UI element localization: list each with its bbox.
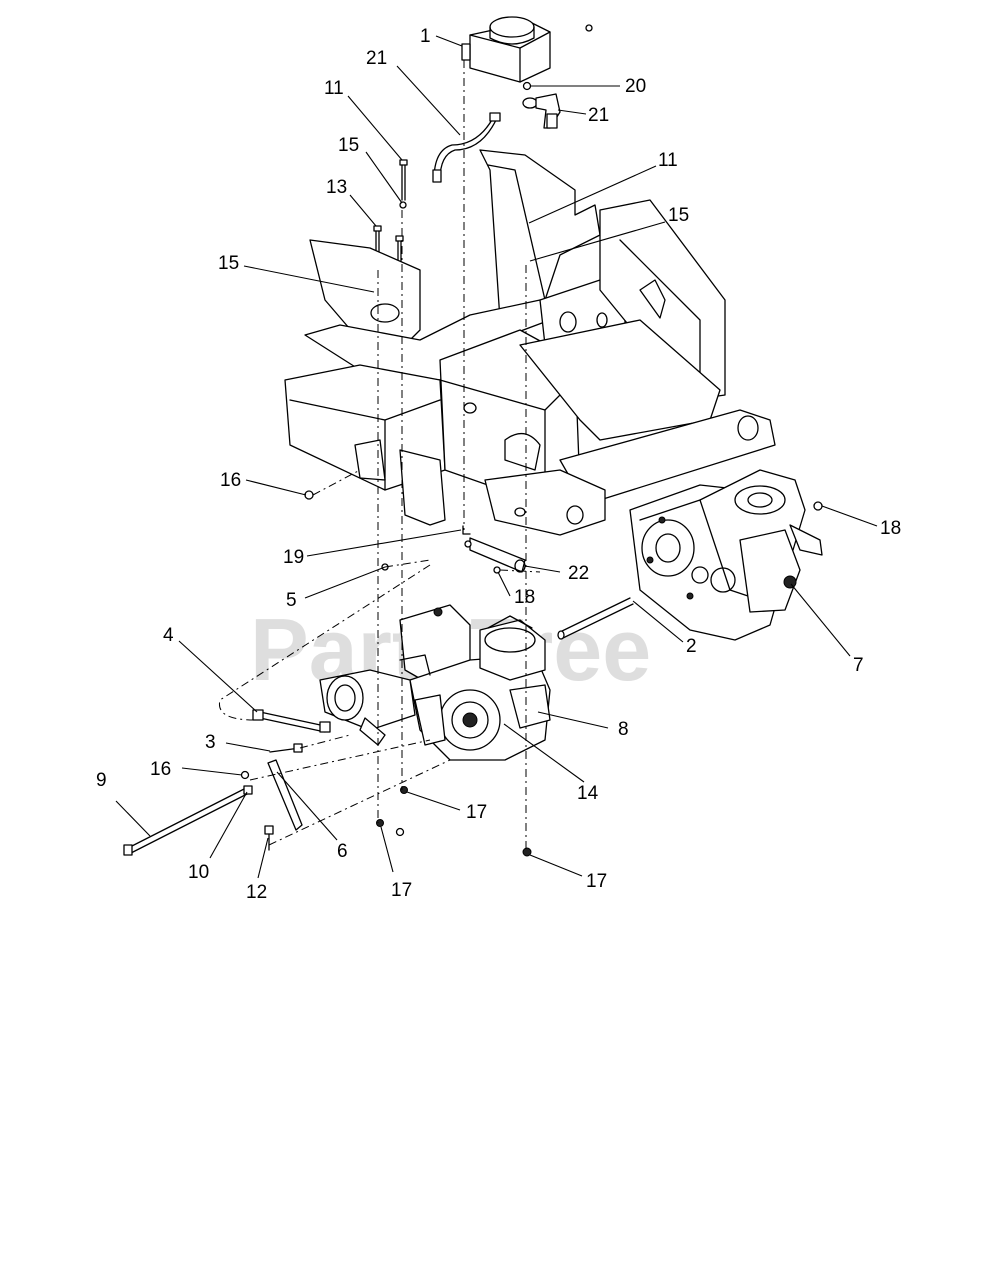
hose-fitting [522, 93, 561, 129]
callout-labels: 1 21 20 21 11 15 13 11 15 15 16 18 19 22… [96, 26, 901, 903]
arm [267, 759, 303, 831]
callout-8: 8 [618, 719, 629, 740]
callout-3: 3 [205, 732, 216, 753]
callout-17: 17 [466, 802, 487, 823]
clip [462, 525, 471, 535]
long-bolt [123, 786, 252, 856]
washer [399, 201, 407, 209]
callout-16: 16 [220, 470, 241, 491]
shaft [557, 597, 634, 640]
callout-18: 18 [880, 518, 901, 539]
callout-22: 22 [568, 563, 589, 584]
callout-5: 5 [286, 590, 297, 611]
bolt [269, 743, 303, 753]
mower-frame [284, 149, 776, 536]
callout-11: 11 [324, 78, 344, 99]
callout-17: 17 [391, 880, 412, 901]
reservoir-tank [461, 16, 551, 83]
callout-15: 15 [338, 135, 359, 156]
right-transaxle [629, 469, 823, 641]
control-rod [252, 709, 331, 733]
callout-15: 15 [218, 253, 239, 274]
nut [240, 770, 250, 780]
callout-14: 14 [577, 783, 599, 804]
callout-16: 16 [150, 759, 171, 780]
nut [304, 490, 314, 500]
nut [522, 81, 532, 91]
bolt [264, 825, 274, 851]
callout-11: 11 [658, 150, 678, 171]
callout-13: 13 [326, 177, 347, 198]
callout-7: 7 [853, 655, 864, 676]
callout-20: 20 [625, 76, 646, 97]
left-transaxle [319, 604, 551, 761]
leader-lines [115, 35, 878, 879]
nut [376, 819, 384, 827]
callout-4: 4 [163, 625, 174, 646]
callout-17: 17 [586, 871, 607, 892]
callout-18: 18 [514, 587, 535, 608]
callout-9: 9 [96, 770, 107, 791]
nut [395, 827, 405, 837]
bolt-head [813, 501, 823, 511]
spacer [243, 785, 253, 795]
bolt-head [493, 566, 501, 574]
callout-21: 21 [366, 48, 387, 69]
callout-6: 6 [337, 841, 348, 862]
callout-10: 10 [188, 862, 209, 883]
callout-21: 21 [588, 105, 609, 126]
assembly-lines [218, 60, 541, 852]
callout-12: 12 [246, 882, 267, 903]
callout-19: 19 [283, 547, 304, 568]
hydraulic-hose [432, 112, 501, 183]
nut [585, 24, 593, 32]
bolt [399, 159, 408, 201]
callout-15: 15 [668, 205, 689, 226]
bracket [464, 537, 526, 573]
callout-2: 2 [686, 636, 697, 657]
nut [522, 847, 532, 857]
callout-1: 1 [420, 26, 431, 47]
